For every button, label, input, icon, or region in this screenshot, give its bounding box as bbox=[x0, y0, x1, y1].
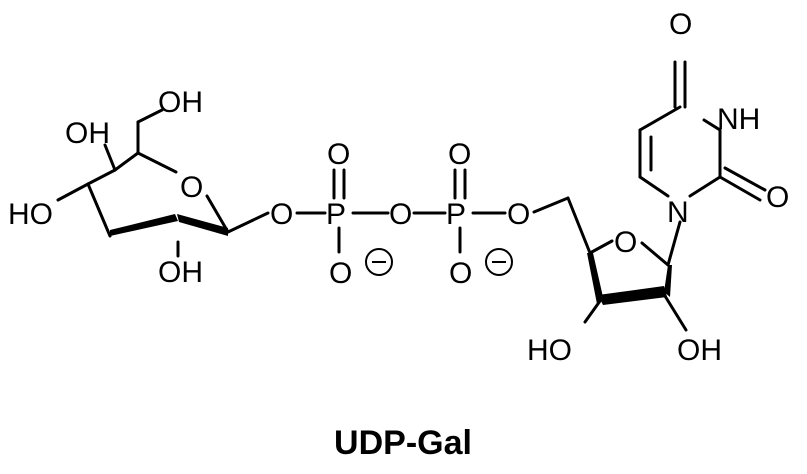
atom-label: O bbox=[669, 8, 692, 41]
atom-label: HO bbox=[8, 198, 53, 231]
bond bbox=[136, 108, 164, 124]
bond bbox=[702, 118, 722, 132]
bond bbox=[666, 220, 682, 267]
atom-label: O bbox=[389, 198, 412, 231]
charges bbox=[365, 248, 513, 276]
bond bbox=[110, 214, 178, 236]
atom-label: O bbox=[327, 138, 350, 171]
bond bbox=[663, 294, 688, 332]
bond bbox=[587, 253, 603, 304]
negative-charge-icon bbox=[485, 248, 513, 276]
bond bbox=[136, 151, 178, 174]
molecule-title: UDP-Gal bbox=[334, 424, 472, 462]
atom-label: O bbox=[614, 226, 637, 259]
atom-label: O bbox=[329, 257, 352, 290]
atom-label: OH bbox=[677, 334, 722, 367]
bond bbox=[718, 175, 762, 202]
atom-label: OH bbox=[65, 117, 110, 150]
bond bbox=[86, 182, 112, 238]
atom-label: O bbox=[180, 171, 203, 204]
wedge-bonds bbox=[110, 214, 672, 305]
bond bbox=[205, 194, 230, 234]
atom-label: OH bbox=[158, 86, 203, 119]
bond bbox=[688, 175, 722, 198]
bond bbox=[583, 299, 602, 324]
atom-labels: OH OH O HO OH O P O O O P O O O O HO OH … bbox=[8, 8, 789, 367]
atom-label: OH bbox=[158, 256, 203, 289]
bond bbox=[588, 239, 614, 255]
negative-charge-icon bbox=[365, 248, 393, 276]
bond bbox=[113, 151, 140, 172]
bond bbox=[532, 196, 570, 214]
bond bbox=[640, 241, 670, 267]
bond bbox=[638, 175, 670, 198]
atom-label: NH bbox=[717, 103, 760, 136]
bond bbox=[226, 211, 270, 234]
bond bbox=[86, 168, 117, 186]
atom-label: HO bbox=[527, 334, 572, 367]
atom-label: O bbox=[448, 138, 471, 171]
bond bbox=[103, 143, 117, 172]
atom-label: O bbox=[449, 257, 472, 290]
bond bbox=[598, 286, 667, 305]
atom-label: O bbox=[270, 198, 293, 231]
atom-label: N bbox=[667, 196, 689, 229]
bond bbox=[638, 105, 682, 132]
bond bbox=[723, 166, 767, 192]
bond bbox=[177, 214, 228, 236]
bond bbox=[56, 182, 90, 202]
bonds bbox=[56, 60, 767, 332]
atom-label: O bbox=[766, 181, 789, 214]
bond bbox=[664, 265, 672, 297]
atom-label: P bbox=[446, 198, 466, 231]
atom-label: O bbox=[507, 198, 530, 231]
bond bbox=[566, 196, 592, 255]
atom-label: P bbox=[326, 198, 346, 231]
